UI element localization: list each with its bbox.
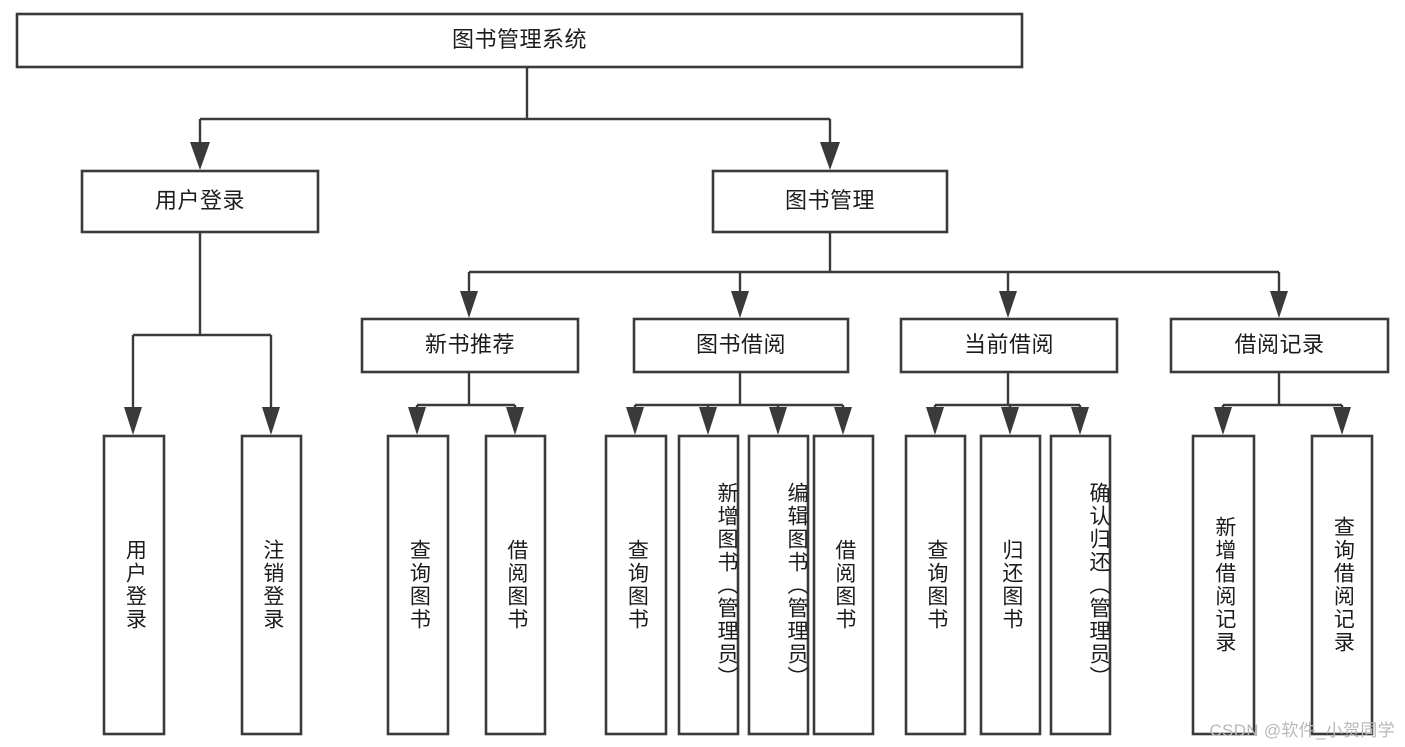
arrow-head-icon	[731, 291, 749, 318]
arrow-head-icon	[1333, 407, 1351, 435]
edge-current-borrow-to-leaves	[926, 372, 1089, 435]
arrow-head-icon	[926, 407, 944, 435]
arrow-head-icon	[460, 291, 478, 318]
arrow-head-icon	[1001, 407, 1019, 435]
arrow-head-icon	[769, 407, 787, 435]
node-box-leaf-edit-book[interactable]	[747, 434, 810, 736]
node-box-leaf-add-book[interactable]	[677, 434, 740, 736]
node-box-leaf-user-login[interactable]	[102, 434, 166, 736]
node-box-root[interactable]	[15, 12, 1024, 69]
arrow-head-icon	[1071, 407, 1089, 435]
node-box-book-manage[interactable]	[711, 169, 949, 234]
node-box-borrow-record[interactable]	[1169, 317, 1390, 374]
node-box-leaf-borrow-book-1[interactable]	[484, 434, 547, 736]
arrow-head-icon	[506, 407, 524, 435]
arrow-head-icon	[408, 407, 426, 435]
csdn-watermark: CSDN @软件_小贺同学	[1209, 721, 1395, 740]
node-box-leaf-query-record[interactable]	[1310, 434, 1374, 736]
node-box-leaf-query-book-3[interactable]	[904, 434, 967, 736]
node-box-user-login[interactable]	[80, 169, 320, 234]
arrow-head-icon	[820, 142, 840, 170]
edge-user-login-to-leaves	[124, 232, 280, 435]
edge-book-manage-to-level2	[460, 232, 1288, 318]
arrow-head-icon	[262, 407, 280, 435]
arrow-head-icon	[699, 407, 717, 435]
arrow-head-icon	[834, 407, 852, 435]
node-box-leaf-return-book[interactable]	[979, 434, 1042, 736]
arrow-head-icon	[124, 407, 142, 435]
node-box-current-borrow[interactable]	[899, 317, 1119, 374]
node-box-new-book-rec[interactable]	[360, 317, 580, 374]
arrow-head-icon	[1270, 291, 1288, 318]
arrow-head-icon	[626, 407, 644, 435]
edge-borrow-record-to-leaves	[1214, 372, 1351, 435]
node-box-leaf-query-book-2[interactable]	[604, 434, 668, 736]
edge-new-book-rec-to-leaves	[408, 372, 524, 435]
node-box-leaf-query-book-1[interactable]	[386, 434, 450, 736]
node-box-leaf-add-record[interactable]	[1191, 434, 1256, 736]
edge-root-to-level1	[190, 67, 840, 170]
arrow-head-icon	[999, 291, 1017, 318]
node-box-leaf-confirm-return[interactable]	[1049, 434, 1112, 736]
arrow-head-icon	[190, 142, 210, 170]
node-box-book-borrow[interactable]	[632, 317, 850, 374]
edge-book-borrow-to-leaves	[626, 372, 852, 435]
arrow-head-icon	[1214, 407, 1232, 435]
node-box-leaf-borrow-book-2[interactable]	[812, 434, 875, 736]
node-box-leaf-logout[interactable]	[240, 434, 303, 736]
